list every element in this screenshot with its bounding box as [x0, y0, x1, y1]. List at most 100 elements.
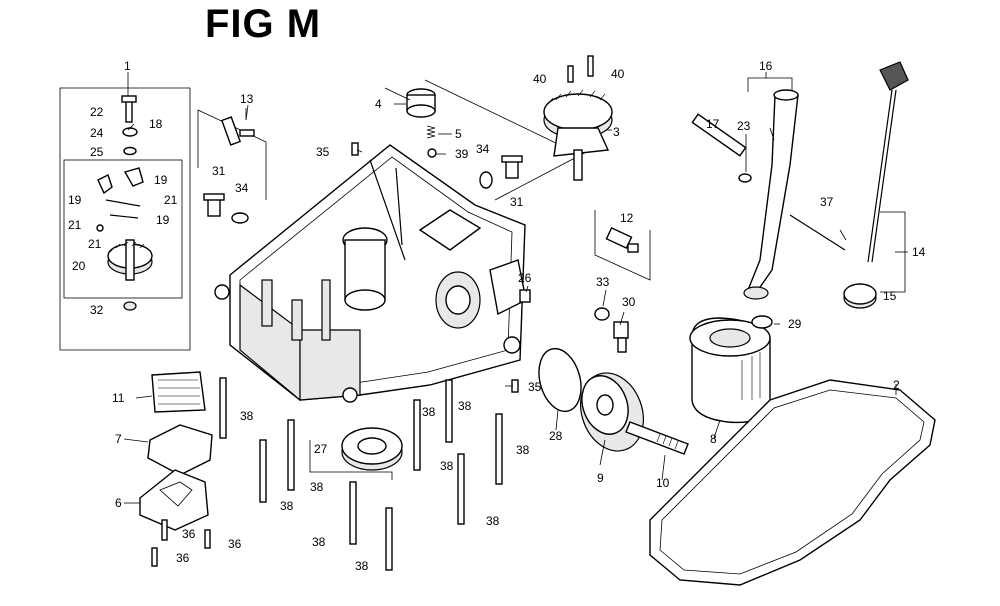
bolt-37	[789, 214, 846, 251]
callout-21-a: 21	[68, 218, 82, 232]
washer-24	[122, 127, 138, 137]
callout-40-a: 40	[533, 72, 547, 86]
callout-36-a: 36	[182, 527, 196, 541]
bolts-38	[219, 377, 503, 571]
callout-38-f: 38	[422, 405, 436, 419]
callout-9: 9	[597, 471, 604, 485]
callout-34-a: 34	[235, 181, 249, 195]
callout-6: 6	[115, 496, 122, 510]
bolts-36	[151, 519, 211, 567]
callout-38-d: 38	[312, 535, 326, 549]
sensor-12-box	[594, 210, 651, 281]
callout-38-b: 38	[280, 499, 294, 513]
callout-21-b: 21	[164, 193, 178, 207]
camshaft-gear-3	[424, 79, 613, 201]
callout-39: 39	[455, 147, 469, 161]
callout-38-a: 38	[240, 409, 254, 423]
governor-gear-20	[107, 239, 153, 281]
callout-24: 24	[90, 126, 104, 140]
dowel-17	[691, 113, 747, 157]
callout-labels: 1 2 3 4 5 6 7 8 9 10 11 12 13 14 15 16 1…	[68, 59, 926, 573]
callout-38-g: 38	[440, 459, 454, 473]
callout-19-b: 19	[154, 173, 168, 187]
callout-36-b: 36	[228, 537, 242, 551]
bolt-31-right	[501, 155, 523, 179]
callout-16: 16	[759, 59, 773, 73]
callout-38-c: 38	[310, 480, 324, 494]
oil-filler-tube-16	[743, 89, 799, 300]
ball-39	[427, 148, 437, 158]
callout-15: 15	[883, 289, 897, 303]
oil-tube-16-bracket	[747, 72, 793, 92]
pin-35-top	[351, 142, 359, 156]
callout-21-c: 21	[88, 237, 102, 251]
callout-37: 37	[820, 195, 834, 209]
callout-35-a: 35	[316, 145, 330, 159]
callout-1: 1	[124, 59, 131, 73]
bolts-40	[567, 55, 594, 83]
callout-36-c: 36	[176, 551, 190, 565]
callout-10: 10	[656, 476, 670, 490]
washer-34-right	[479, 171, 493, 189]
crankcase-cover	[214, 144, 527, 403]
callout-20: 20	[72, 259, 86, 273]
callout-4: 4	[375, 97, 382, 111]
plug-26	[519, 289, 531, 303]
washer-33	[594, 307, 610, 321]
callout-19-c: 19	[156, 213, 170, 227]
callout-33: 33	[596, 275, 610, 289]
seal-15	[843, 283, 877, 309]
bolt-30	[613, 321, 629, 353]
washer-32	[123, 301, 137, 311]
callout-26: 26	[518, 271, 532, 285]
callout-11: 11	[112, 391, 125, 405]
figure-title: FIG M	[205, 2, 322, 46]
o-ring-23	[738, 173, 752, 183]
callout-30: 30	[622, 295, 636, 309]
washer-34-left	[231, 212, 249, 224]
callout-12: 12	[620, 211, 634, 225]
callout-38-h: 38	[458, 399, 472, 413]
callout-35-b: 35	[528, 380, 542, 394]
callout-27: 27	[314, 442, 328, 456]
oil-seal-27	[309, 427, 403, 480]
callout-38-j: 38	[516, 443, 530, 457]
callout-22: 22	[90, 105, 104, 119]
leader-lines	[123, 103, 908, 504]
callout-28: 28	[549, 429, 563, 443]
callout-31-a: 31	[212, 164, 226, 178]
callout-13: 13	[240, 92, 254, 106]
callout-18: 18	[149, 117, 163, 131]
governor-arm-13	[220, 116, 255, 146]
callout-31-b: 31	[510, 195, 524, 209]
callout-29: 29	[788, 317, 802, 331]
oil-filter-8	[689, 317, 771, 424]
bolt-22	[121, 95, 137, 123]
oil-filter-nipple-10	[625, 421, 689, 455]
gasket-7	[147, 424, 213, 476]
breather-cover-11	[151, 371, 206, 413]
callout-17: 17	[706, 117, 720, 131]
callout-32: 32	[90, 303, 104, 317]
bolt-31-left	[203, 193, 225, 217]
sensor-12	[605, 226, 639, 253]
gasket-2	[649, 379, 936, 586]
cover-plate-6	[139, 469, 209, 531]
washer-25	[123, 146, 137, 156]
callout-40-b: 40	[611, 67, 625, 81]
callout-38-e: 38	[355, 559, 369, 573]
callout-14: 14	[912, 245, 926, 259]
oil-dipstick-14	[867, 61, 909, 263]
callout-25: 25	[90, 145, 104, 159]
o-ring-29	[751, 315, 773, 329]
callout-8: 8	[710, 432, 717, 446]
callout-19-a: 19	[68, 193, 82, 207]
callout-38-i: 38	[486, 514, 500, 528]
callout-34-b: 34	[476, 142, 490, 156]
callout-7: 7	[115, 432, 122, 446]
callout-3: 3	[613, 125, 620, 139]
callout-23: 23	[737, 119, 751, 133]
callout-2: 2	[893, 378, 900, 392]
governor-linkage-19-21	[96, 167, 144, 232]
